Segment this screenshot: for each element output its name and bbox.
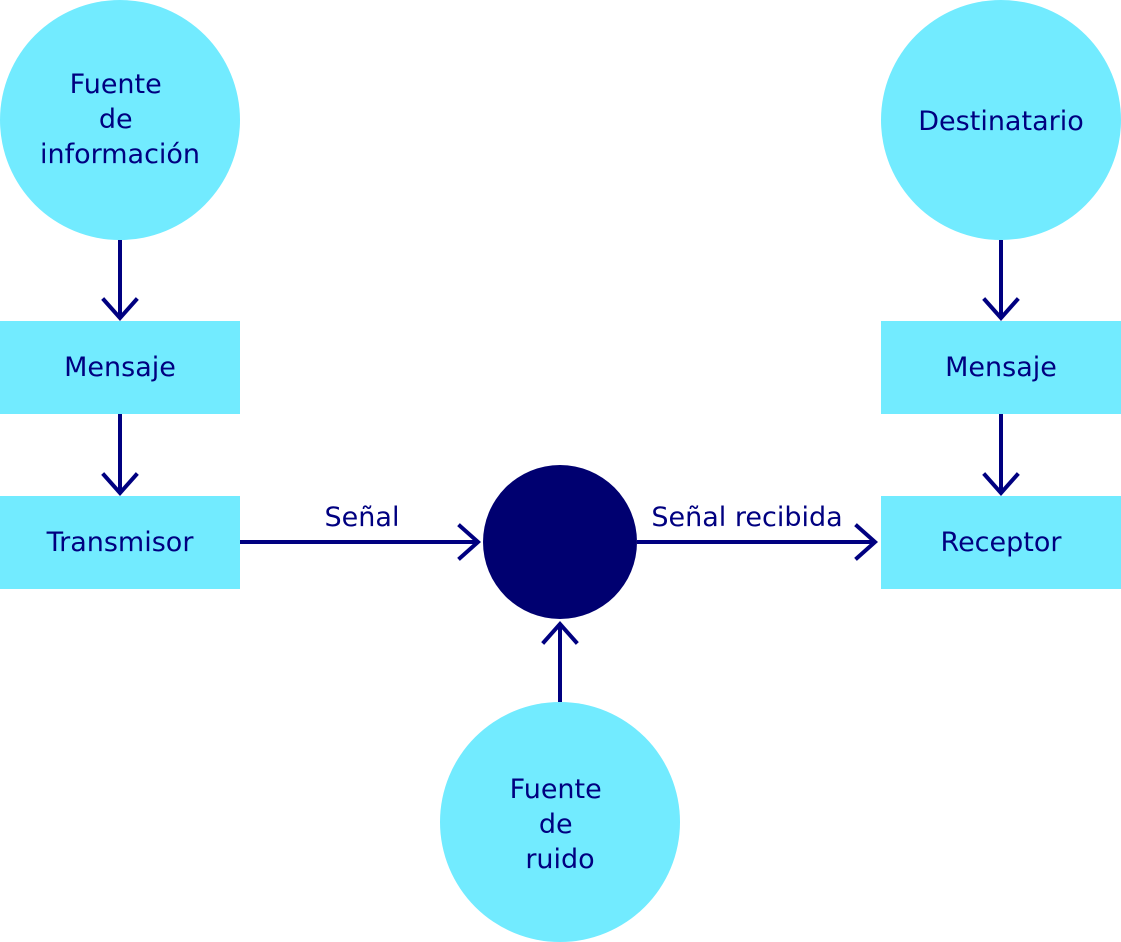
signal-label: Señal xyxy=(325,502,400,533)
information-source-circle xyxy=(0,0,240,240)
arrow-message-to-transmitter xyxy=(101,414,139,497)
noise-source-circle xyxy=(440,702,680,942)
receiver-node: Receptor xyxy=(881,496,1121,589)
noise-source-line-3: ruido xyxy=(525,844,594,875)
channel-node xyxy=(483,465,637,619)
noise-source-line-1: Fuente xyxy=(510,774,602,805)
arrow-channel-to-receiver: Señal recibida xyxy=(637,502,879,561)
arrow-noise-to-channel xyxy=(541,620,579,702)
message-label-left: Mensaje xyxy=(64,352,176,383)
information-source-node: Fuente de información xyxy=(0,0,240,240)
arrow-transmitter-to-channel: Señal xyxy=(240,502,482,561)
message-node-right: Mensaje xyxy=(881,321,1121,414)
destination-label: Destinatario xyxy=(918,106,1083,137)
arrow-destination-to-message xyxy=(982,240,1020,322)
noise-source-node: Fuente de ruido xyxy=(440,702,680,942)
message-node-left: Mensaje xyxy=(0,321,240,414)
transmitter-node: Transmisor xyxy=(0,496,240,589)
receiver-label: Receptor xyxy=(941,527,1063,558)
arrow-message-to-receiver xyxy=(982,414,1020,497)
destination-circle xyxy=(881,0,1121,240)
message-label-right: Mensaje xyxy=(945,352,1057,383)
noise-source-line-2: de xyxy=(539,809,573,840)
transmitter-box xyxy=(0,496,240,589)
information-source-label: Fuente de información xyxy=(40,69,200,170)
information-source-line-1: Fuente xyxy=(70,69,162,100)
arrow-source-to-message xyxy=(101,240,139,322)
information-source-line-3: información xyxy=(40,139,200,170)
noise-source-label: Fuente de ruido xyxy=(510,774,611,875)
message-box-left xyxy=(0,321,240,414)
destination-node: Destinatario xyxy=(881,0,1121,240)
receiver-box xyxy=(881,496,1121,589)
received-signal-label: Señal recibida xyxy=(651,502,842,533)
information-source-line-2: de xyxy=(99,104,133,135)
transmitter-label: Transmisor xyxy=(46,527,195,558)
message-box-right xyxy=(881,321,1121,414)
